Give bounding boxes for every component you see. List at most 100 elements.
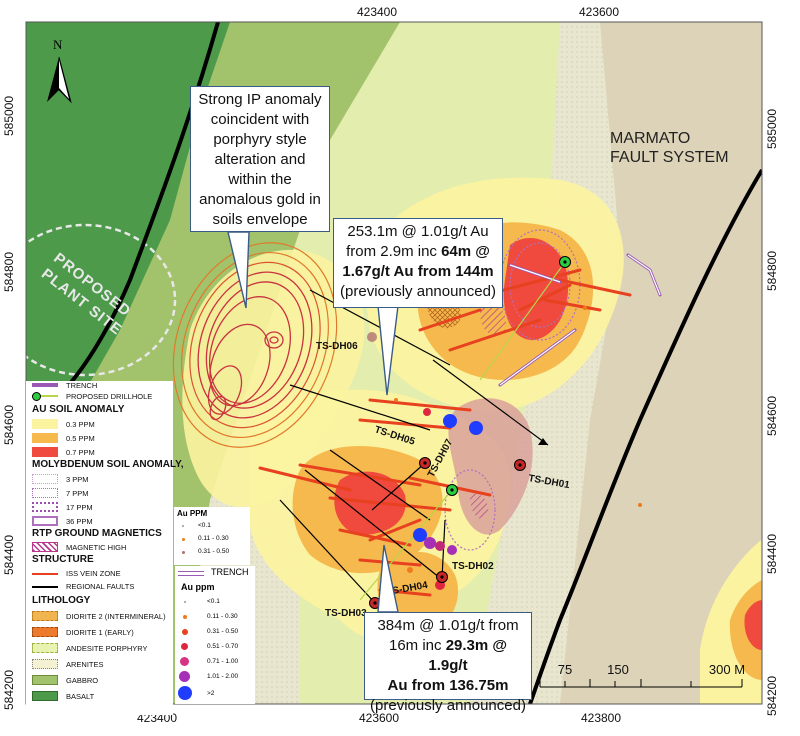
- svg-text:584400: 584400: [765, 534, 779, 574]
- legend-au-0.5: 0.5 PPM: [66, 434, 95, 443]
- legend-au-0.7: 0.7 PPM: [66, 448, 95, 457]
- au-ppm-small-3: 0.31 - 0.50: [198, 548, 230, 555]
- dh01-arrow: [538, 438, 548, 445]
- regional-fault-east: [528, 168, 762, 704]
- mo-anomaly-hatch-2: [470, 493, 489, 519]
- legend-au-header: AU SOIL ANOMALY: [32, 404, 125, 415]
- legend-faults: REGIONAL FAULTS: [66, 582, 135, 591]
- trench-swatch-2: [178, 571, 204, 576]
- proposed-drillhole-traces: [359, 261, 566, 601]
- mo-36-swatch: [32, 516, 58, 526]
- legend-mo-17: 17 PPM: [66, 503, 93, 512]
- drillhole-swatch: [32, 395, 58, 397]
- bottom-result-line1: 384m @ 1.01g/t from: [377, 617, 519, 634]
- au-ppm-large-2: 0.11 - 0.30: [207, 613, 238, 620]
- dh-label-03: TS-DH03: [325, 608, 367, 619]
- svg-text:423600: 423600: [579, 5, 619, 19]
- au-0.5-swatch: [32, 433, 58, 443]
- legend-rtp-header: RTP GROUND MAGNETICS: [32, 528, 162, 539]
- legend-gabbro: GABBRO: [66, 676, 99, 685]
- au-ppm-large-7: >2: [207, 690, 215, 697]
- bottom-result-line4: (previously announced): [370, 697, 526, 714]
- fault-swatch: [32, 586, 58, 588]
- mo-anomaly-pink: [448, 398, 533, 535]
- mo-17-swatch: [32, 502, 58, 512]
- svg-text:585000: 585000: [765, 109, 779, 149]
- au-ppm-large-6: 1.01 - 2.00: [207, 673, 239, 680]
- map-legend: TRENCH PROPOSED DRILLHOLE AU SOIL ANOMAL…: [26, 381, 184, 715]
- svg-text:423400: 423400: [357, 5, 397, 19]
- arenites-swatch: [32, 659, 58, 669]
- svg-text:584800: 584800: [765, 251, 779, 291]
- au-ppm-small-legend: Au PPM <0.1 0.11 - 0.30 0.31 - 0.50: [174, 507, 250, 565]
- top-result-line2-bold: 64m @: [441, 243, 490, 260]
- trench-swatch: [32, 383, 58, 387]
- bottom-result-line2-bold: 29.3m @ 1.9g/t: [428, 637, 508, 674]
- au-0.3-swatch: [32, 419, 58, 429]
- au-0.7-swatch: [32, 447, 58, 457]
- ip-anomaly-contours: [172, 242, 338, 448]
- svg-text:584600: 584600: [765, 396, 779, 436]
- ip-anomaly-callout: Strong IP anomaly coincident with porphy…: [190, 86, 330, 232]
- north-arrow-icon: N: [47, 37, 72, 104]
- svg-text:584400: 584400: [2, 535, 16, 575]
- au-ppm-large-5: 0.71 - 1.00: [207, 658, 239, 665]
- eastern-arenite: [560, 22, 762, 704]
- basalt-swatch: [32, 691, 58, 701]
- legend-mo-3: 3 PPM: [66, 475, 89, 484]
- legend-mo-36: 36 PPM: [66, 517, 93, 526]
- legend-diorite2: DIORITE 2 (INTERMINERAL): [66, 612, 166, 621]
- legend-trench: TRENCH: [66, 381, 98, 390]
- legend-basalt: BASALT: [66, 692, 95, 701]
- bottom-result-line2-plain: 16m inc: [388, 637, 446, 654]
- magnetic-high-swatch: [32, 542, 58, 552]
- y-axis-left: 585000 584800 584600 584400 584200: [2, 96, 16, 710]
- bottom-result-line3-bold: Au from 136.75m: [387, 677, 509, 694]
- svg-text:75: 75: [558, 662, 572, 677]
- au-ppm-small-title: Au PPM: [177, 509, 208, 518]
- legend-diorite1: DIORITE 1 (EARLY): [66, 628, 134, 637]
- marmato-label-line2: FAULT SYSTEM: [610, 149, 729, 166]
- marmato-label-line1: MARMATO: [610, 130, 690, 147]
- legend-arenites: ARENITES: [66, 660, 104, 669]
- top-result-line1: 253.1m @ 1.01g/t Au: [347, 223, 489, 240]
- ip-anomaly-text: Strong IP anomaly coincident with porphy…: [198, 91, 322, 228]
- proposed-drillhole-icon: [32, 392, 41, 401]
- bottom-result-callout: 384m @ 1.01g/t from 16m inc 29.3m @ 1.9g…: [364, 612, 532, 714]
- mo-3-swatch: [32, 474, 58, 484]
- diorite1-swatch: [32, 627, 58, 637]
- svg-text:423600: 423600: [359, 711, 399, 725]
- au-ppm-large-legend: TRENCH Au ppm <0.1 0.11 - 0.30 0.31 - 0.…: [175, 566, 255, 704]
- dh-label-02: TS-DH02: [452, 561, 494, 572]
- svg-text:584800: 584800: [2, 252, 16, 292]
- top-result-callout: 253.1m @ 1.01g/t Au from 2.9m inc 64m @ …: [333, 218, 503, 308]
- au-samples: [367, 306, 642, 590]
- legend-proposed-drillhole: PROPOSED DRILLHOLE: [66, 392, 153, 401]
- au-ppm-small-1: <0.1: [198, 522, 211, 529]
- vein-swatch: [32, 573, 58, 575]
- dh-label-06: TS-DH06: [316, 341, 358, 352]
- top-result-line2-plain: from 2.9m inc: [346, 243, 442, 260]
- svg-text:585000: 585000: [2, 96, 16, 136]
- drillhole-collars: [369, 256, 571, 609]
- svg-text:N: N: [53, 37, 63, 52]
- callout-pointers: [227, 231, 399, 613]
- mo-7-swatch: [32, 488, 58, 498]
- legend-structure-header: STRUCTURE: [32, 554, 94, 565]
- basalt-unit: [26, 22, 230, 430]
- svg-text:150: 150: [607, 662, 629, 677]
- proposed-plant-site-outline: [26, 223, 177, 377]
- legend-lithology-header: LITHOLOGY: [32, 595, 91, 606]
- legend-mo-header: MOLYBDENUM SOIL ANOMALY,: [32, 459, 184, 470]
- mo-anomaly-hatch-1: [480, 306, 506, 335]
- au-soil-0.7-north: [503, 237, 569, 341]
- x-axis-top: 423400 423600 423800 424000 424200: [357, 5, 619, 19]
- svg-text:584200: 584200: [2, 670, 16, 710]
- au-soil-0.7-southeast: [744, 600, 762, 650]
- svg-text:300 M: 300 M: [709, 662, 745, 677]
- legend-mo-7: 7 PPM: [66, 489, 89, 498]
- au-ppm-large-4: 0.51 - 0.70: [207, 643, 239, 650]
- legend-andesite: ANDESITE PORPHYRY: [66, 644, 148, 653]
- andesite-swatch: [32, 643, 58, 653]
